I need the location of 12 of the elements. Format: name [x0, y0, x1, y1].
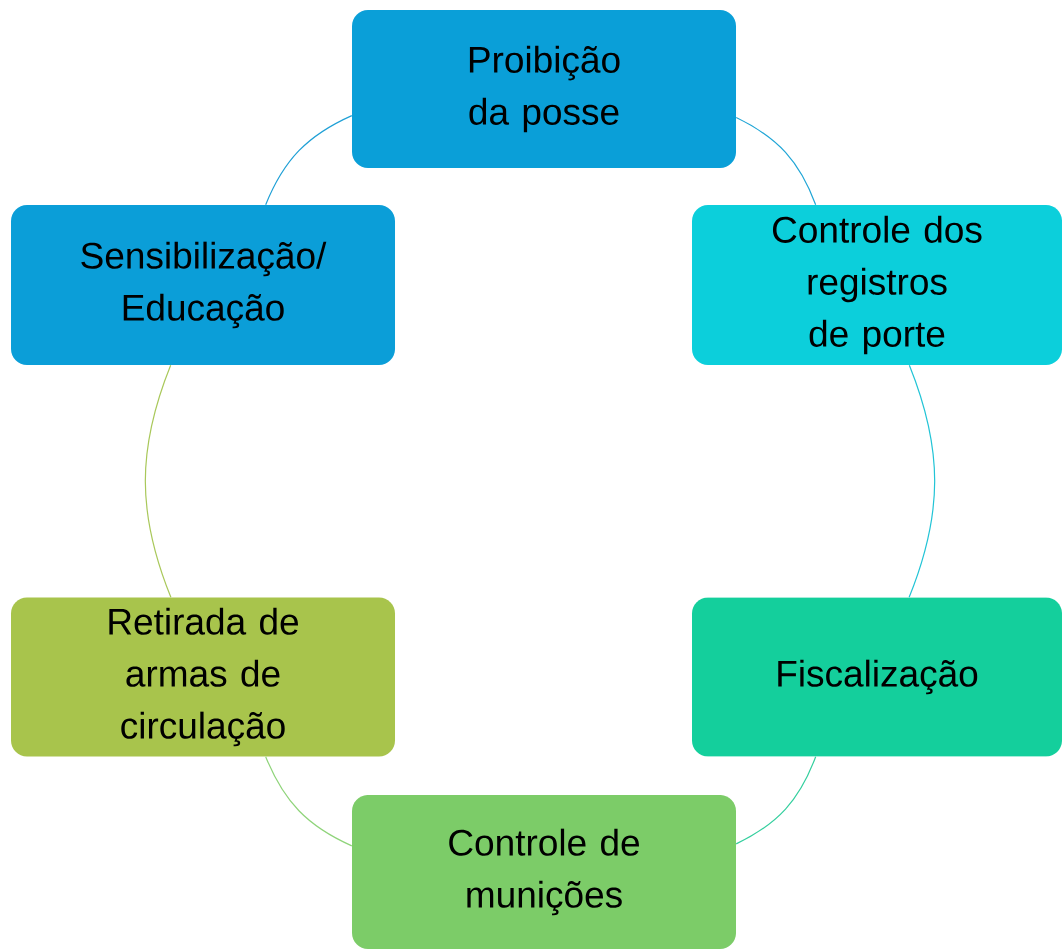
connector-arc: [908, 364, 936, 598]
process-box: Proibição da posse: [352, 10, 736, 168]
process-box: Sensibilização/ Educação: [11, 205, 395, 365]
connector-arc: [735, 116, 817, 206]
connector-arc: [265, 756, 353, 847]
process-box: Retirada de armas de circulação: [11, 597, 395, 757]
process-box: Controle dos registros de porte: [692, 205, 1062, 365]
connector-arc: [735, 756, 817, 845]
process-box: Fiscalização: [692, 597, 1062, 757]
connector-arc: [265, 115, 353, 206]
process-box: Controle de munições: [352, 795, 736, 949]
connector-arc: [144, 364, 172, 598]
